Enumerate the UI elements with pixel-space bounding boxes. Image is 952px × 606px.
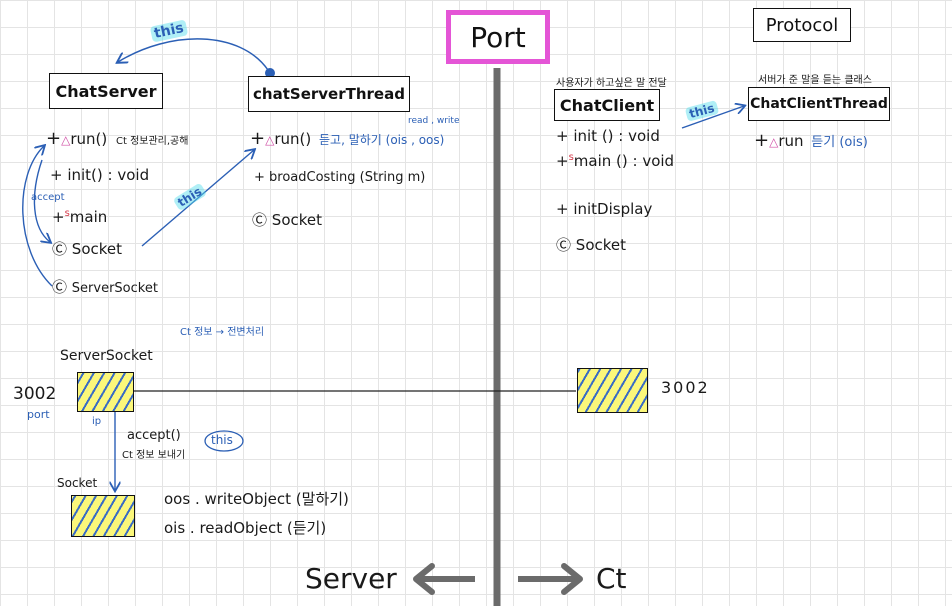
chat-client-thread-box: ChatClientThread: [748, 87, 890, 121]
server-main-row: +smain: [52, 208, 108, 226]
chat-client-thread-title: ChatClientThread: [750, 96, 888, 112]
client-socket-field: Socket: [575, 236, 627, 254]
server-serversocket-row: Ⓒ ServerSocket: [52, 276, 158, 297]
oos-line: oos . writeObject (말하기): [164, 490, 349, 508]
this-circle: [204, 430, 244, 452]
chat-server-thread-box: chatServerThread: [248, 76, 410, 112]
client-main-row: +smain () : void: [556, 152, 675, 170]
port-small-label: port: [27, 408, 50, 421]
ip-small-label: ip: [92, 416, 102, 427]
client-this-arrow: [681, 106, 744, 129]
client-socket-row: Ⓒ Socket: [556, 234, 626, 255]
server-serversocket-field: ServerSocket: [71, 281, 158, 296]
ois-line: ois . readObject (듣기): [164, 519, 327, 537]
server-main: main: [69, 208, 108, 226]
thread-run: run(): [274, 130, 312, 148]
class-c-icon: Ⓒ: [252, 211, 268, 229]
chat-client-box: ChatClient: [554, 89, 660, 121]
client-thread-run-note: 듣기 (ois): [811, 135, 868, 150]
ct-note: Ct 정보 → 전변처리: [180, 327, 265, 338]
client-main: main () : void: [573, 152, 675, 170]
server-run-note: Ct 정보관리,공해: [116, 136, 189, 147]
port-label: Port: [470, 20, 526, 54]
this-circle-label: this: [211, 433, 233, 447]
rw-note: read , write: [408, 116, 460, 126]
accept-label: accept(): [127, 428, 181, 443]
server-init: + init() : void: [50, 166, 150, 184]
server-socket-hatch: [77, 372, 134, 412]
run-to-socket-arrow: [33, 159, 50, 242]
client-label: Ct: [596, 562, 627, 595]
client-init-display: + initDisplay: [556, 200, 653, 218]
this-curve-arrow: [118, 38, 269, 71]
port-num-right: 3002: [661, 378, 710, 397]
socket-to-run-arrow: [141, 150, 254, 247]
client-thread-run: run: [778, 132, 804, 150]
accept-note-bottom: Ct 정보 보내기: [122, 450, 186, 461]
chat-server-thread-title: chatServerThread: [253, 85, 405, 103]
client-header-note: 사용자가 하고싶은 말 전달: [556, 78, 667, 89]
server-socket-field: Socket: [71, 240, 123, 258]
thread-broadcast: + broadCosting (String m): [254, 170, 426, 185]
chat-server-title: ChatServer: [55, 81, 157, 101]
socket-hatch: [71, 495, 135, 537]
chat-client-title: ChatClient: [559, 95, 655, 115]
client-init: + init () : void: [556, 127, 660, 145]
server-run: run(): [70, 130, 108, 148]
class-c-icon: Ⓒ: [52, 278, 68, 296]
protocol-box: Protocol: [753, 8, 851, 42]
bottom-socket-label: Socket: [57, 476, 98, 490]
protocol-label: Protocol: [765, 14, 839, 36]
client-socket-hatch: [577, 368, 648, 413]
server-label: Server: [305, 562, 397, 595]
accept-note: accept: [31, 192, 65, 203]
bottom-serversocket-label: ServerSocket: [60, 348, 153, 364]
thread-run-row: +△run() 듣고, 말하기 (ois , oos): [250, 128, 445, 149]
accept-curve-arrow: [22, 146, 53, 287]
chat-server-box: ChatServer: [49, 73, 163, 109]
thread-socket-field: Socket: [271, 211, 323, 229]
port-box: Port: [446, 10, 550, 64]
client-thread-run-row: +△run 듣기 (ois): [754, 130, 868, 151]
server-run-row: +△run() Ct 정보관리,공해: [46, 128, 189, 149]
class-c-icon: Ⓒ: [52, 240, 68, 258]
client-thread-header-note: 서버가 준 말을 듣는 클래스: [758, 75, 872, 86]
thread-socket-row: Ⓒ Socket: [252, 209, 322, 230]
server-socket-row: Ⓒ Socket: [52, 238, 122, 259]
port-num-left: 3002: [13, 384, 57, 404]
class-c-icon: Ⓒ: [556, 236, 572, 254]
thread-run-note: 듣고, 말하기 (ois , oos): [319, 133, 445, 147]
